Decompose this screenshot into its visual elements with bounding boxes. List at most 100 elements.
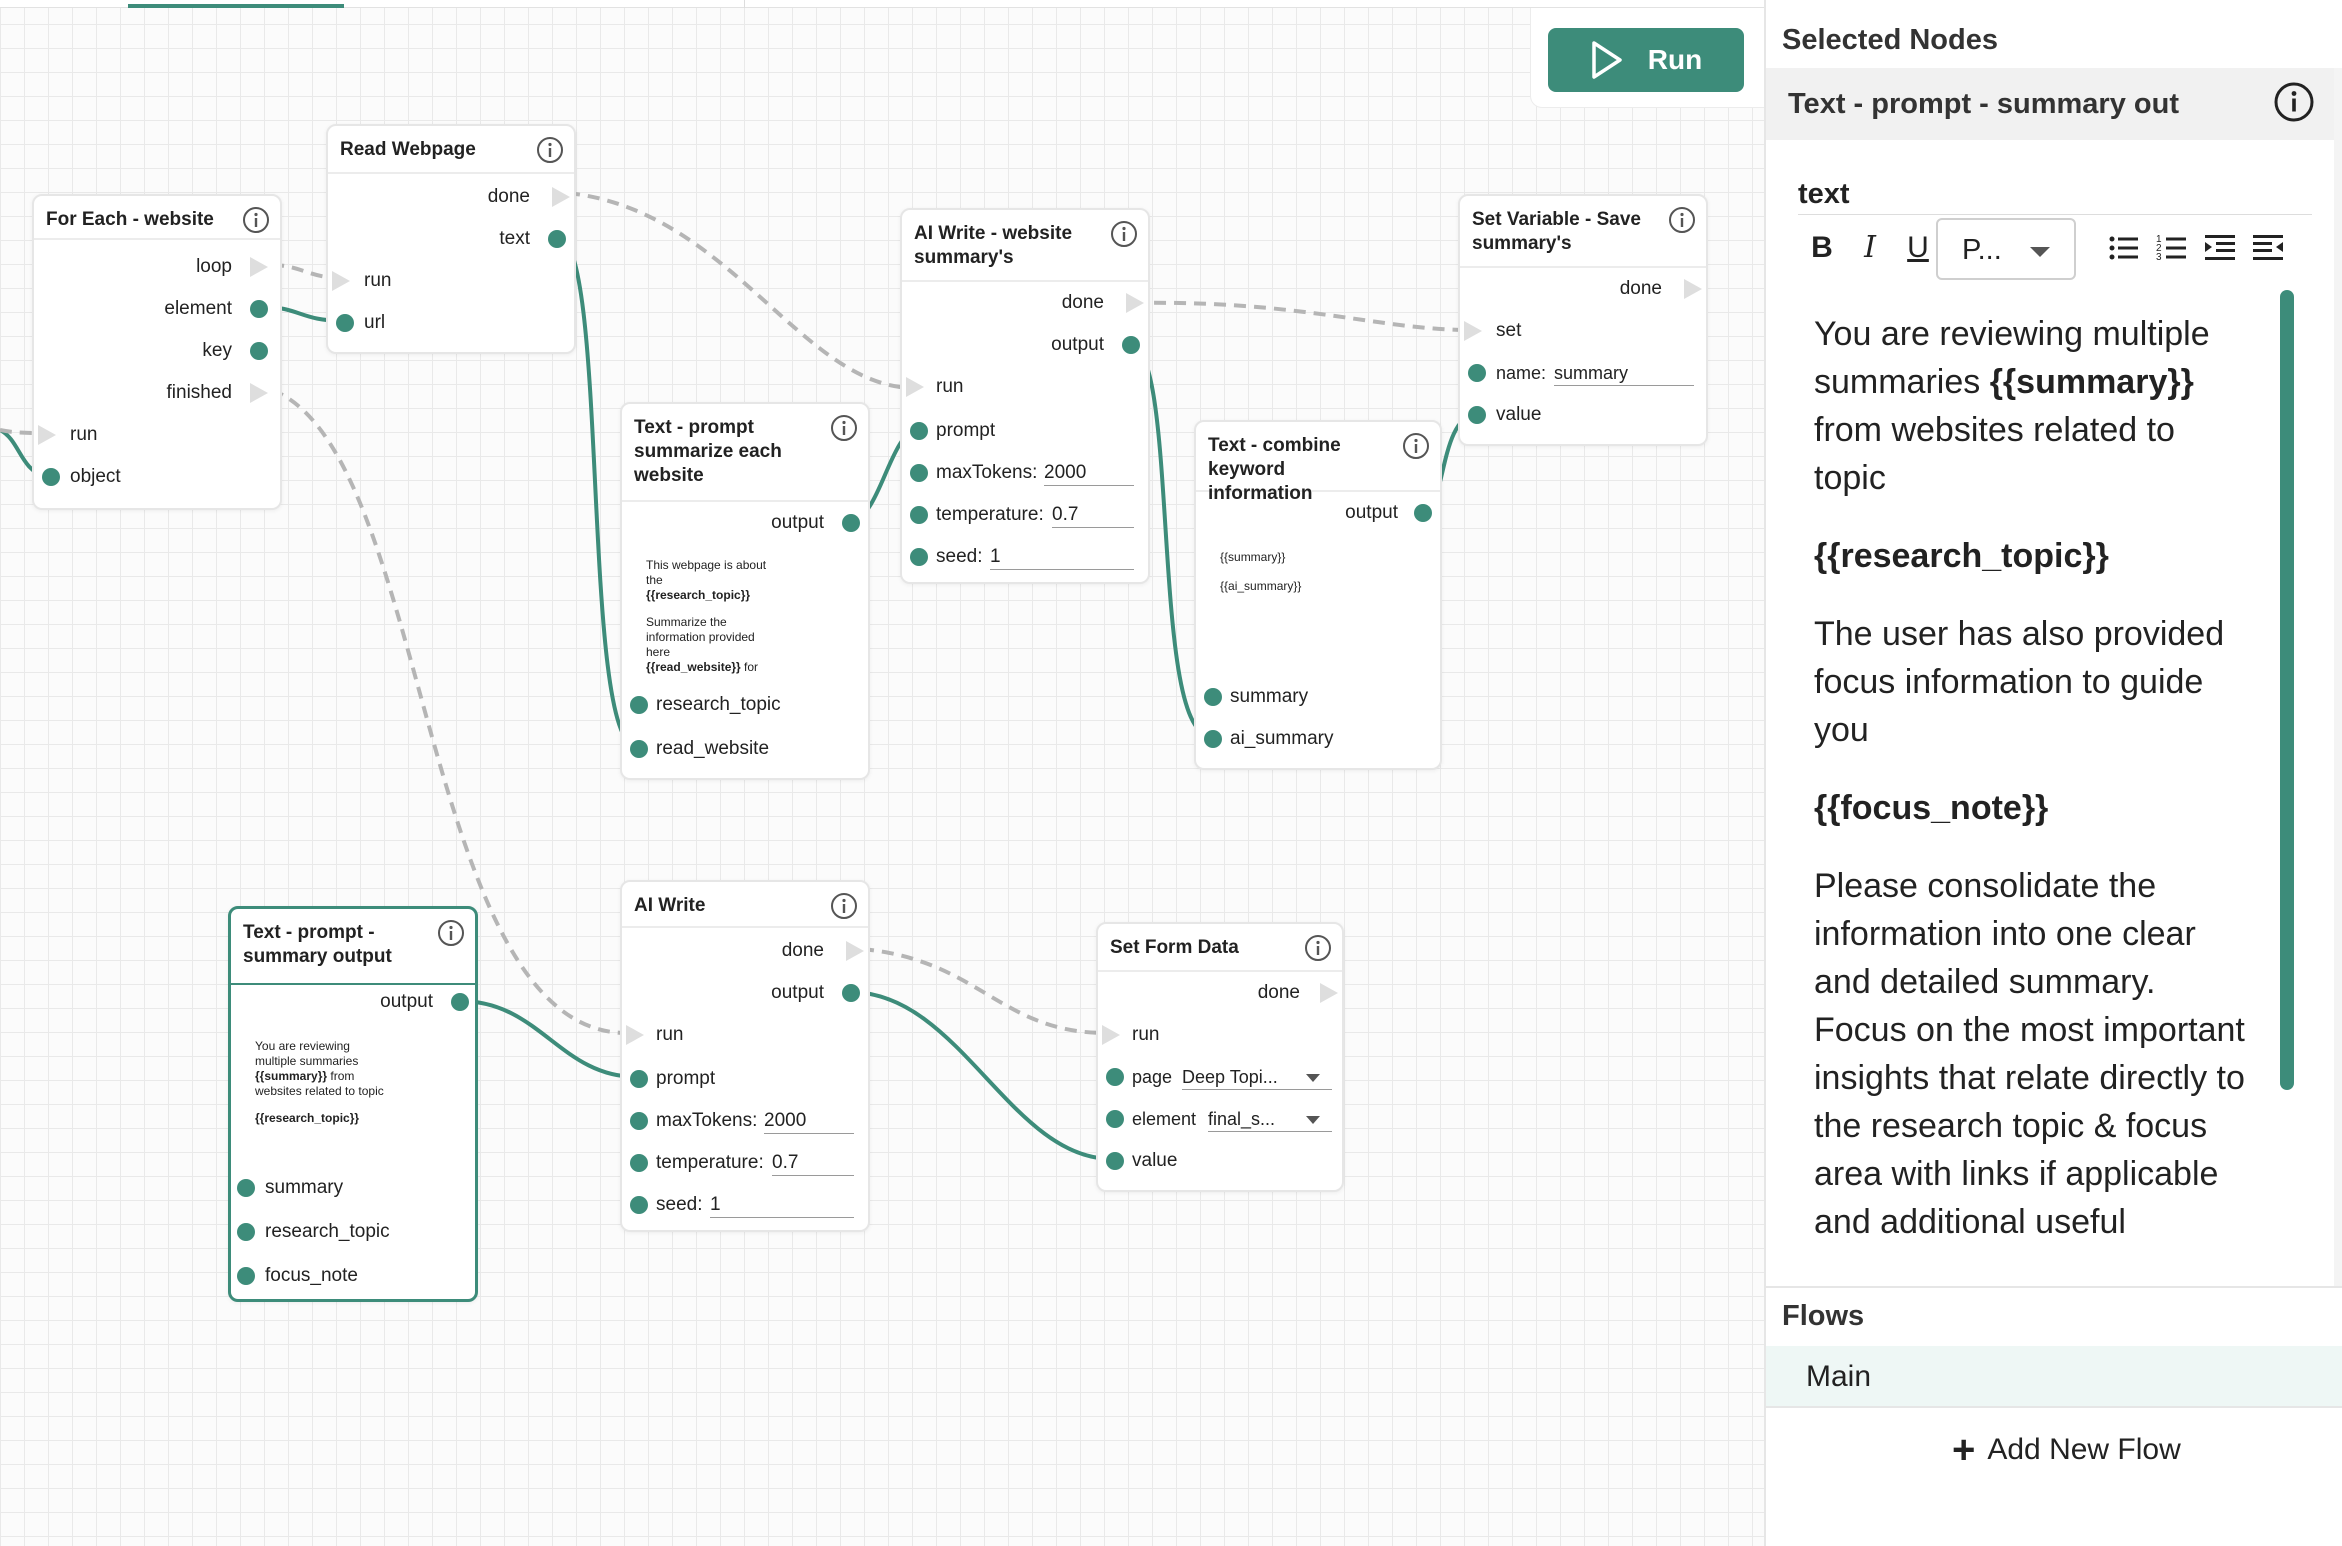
data-pin-temperature[interactable] — [910, 506, 928, 524]
paragraph-style-select[interactable]: P... — [1936, 218, 2076, 280]
exec-pin-run[interactable] — [626, 1025, 644, 1045]
exec-pin-run[interactable] — [906, 377, 924, 397]
editor-paragraph: {{research_topic}} — [1814, 537, 2109, 575]
maxtokens-input[interactable]: 2000 — [764, 1108, 854, 1134]
data-pin-prompt[interactable] — [630, 1070, 648, 1088]
pin-research-topic: research_topic — [265, 1221, 390, 1242]
data-pin-text[interactable] — [548, 230, 566, 248]
prompt-text-editor[interactable]: You are reviewing multiple summaries {{s… — [1814, 310, 2254, 1286]
italic-button[interactable]: I — [1864, 230, 1876, 265]
exec-pin-done[interactable] — [1320, 983, 1338, 1003]
data-pin-output[interactable] — [1122, 336, 1140, 354]
wire-done-set — [1133, 300, 1471, 332]
data-pin-page[interactable] — [1106, 1068, 1124, 1086]
data-pin-summary[interactable] — [1204, 688, 1222, 706]
data-pin-ai-summary[interactable] — [1204, 730, 1222, 748]
info-icon[interactable] — [437, 919, 465, 947]
data-pin-output[interactable] — [842, 984, 860, 1002]
pin-output: output — [380, 991, 433, 1012]
node-ai-write[interactable]: AI Write done output run prompt maxToken… — [620, 880, 870, 1232]
data-pin-temperature[interactable] — [630, 1154, 648, 1172]
seed-input[interactable]: 1 — [990, 544, 1134, 570]
bullet-list-icon[interactable] — [2106, 230, 2142, 266]
outer-scroll-track — [2334, 68, 2342, 1288]
data-pin-research-topic[interactable] — [237, 1223, 255, 1241]
exec-pin-done[interactable] — [1684, 279, 1702, 299]
node-text-summary-output[interactable]: Text - prompt - summary output output Yo… — [228, 906, 478, 1302]
maxtokens-input[interactable]: 2000 — [1044, 460, 1134, 486]
seed-input[interactable]: 1 — [710, 1192, 854, 1218]
data-pin-focus-note[interactable] — [237, 1267, 255, 1285]
node-read-webpage[interactable]: Read Webpage done text run url — [326, 124, 576, 354]
data-pin-object[interactable] — [42, 468, 60, 486]
exec-pin-run[interactable] — [332, 271, 350, 291]
numbered-list-icon[interactable]: 123 — [2154, 230, 2190, 266]
wire-aiwrite2-done-run — [861, 947, 1107, 1035]
data-pin-seed[interactable] — [910, 548, 928, 566]
data-pin-key[interactable] — [250, 342, 268, 360]
info-icon[interactable] — [1402, 432, 1430, 460]
element-select[interactable]: final_s... — [1208, 1106, 1332, 1132]
node-text-combine[interactable]: Text - combine keyword information outpu… — [1194, 420, 1442, 770]
selected-node-header[interactable]: Text - prompt - summary out — [1766, 68, 2342, 140]
data-pin-output[interactable] — [451, 993, 469, 1011]
indent-icon[interactable] — [2202, 230, 2238, 266]
node-set-form-data[interactable]: Set Form Data done run page Deep Topi...… — [1096, 922, 1344, 1192]
paragraph-style-value: P... — [1962, 234, 2002, 266]
temperature-input[interactable]: 0.7 — [772, 1150, 854, 1176]
run-button[interactable]: Run — [1548, 28, 1744, 92]
temperature-input[interactable]: 0.7 — [1052, 502, 1134, 528]
data-pin-maxtokens[interactable] — [630, 1112, 648, 1130]
info-icon[interactable] — [2272, 80, 2316, 124]
data-pin-output[interactable] — [842, 514, 860, 532]
flow-item-main[interactable]: Main — [1766, 1346, 2342, 1408]
page-select[interactable]: Deep Topi... — [1182, 1064, 1332, 1090]
data-pin-maxtokens[interactable] — [910, 464, 928, 482]
node-ai-write-website[interactable]: AI Write - website summary's done output… — [900, 208, 1150, 584]
info-icon[interactable] — [242, 206, 270, 234]
data-pin-element[interactable] — [1106, 1110, 1124, 1128]
exec-pin-run[interactable] — [1102, 1025, 1120, 1045]
info-icon[interactable] — [830, 892, 858, 920]
data-pin-element[interactable] — [250, 300, 268, 318]
data-pin-seed[interactable] — [630, 1196, 648, 1214]
data-pin-name[interactable] — [1468, 364, 1486, 382]
info-icon[interactable] — [536, 136, 564, 164]
exec-pin-loop[interactable] — [250, 257, 268, 277]
info-icon[interactable] — [1110, 220, 1138, 248]
data-pin-value[interactable] — [1106, 1152, 1124, 1170]
pin-key: key — [202, 340, 232, 361]
info-icon[interactable] — [1304, 934, 1332, 962]
underline-button[interactable]: U — [1907, 231, 1929, 264]
field-label-temperature: temperature: — [936, 504, 1044, 525]
node-set-variable[interactable]: Set Variable - Save summary's done set n… — [1458, 194, 1708, 446]
data-pin-url[interactable] — [336, 314, 354, 332]
add-new-flow-button[interactable]: + Add New Flow — [1952, 1430, 2181, 1470]
field-label-element: element — [1132, 1109, 1197, 1129]
node-text-prompt-summarize[interactable]: Text - prompt summarize each website out… — [620, 402, 870, 780]
data-pin-value[interactable] — [1468, 406, 1486, 424]
field-label-page: page — [1132, 1067, 1173, 1087]
exec-pin-finished[interactable] — [250, 383, 268, 403]
editor-scrollbar[interactable] — [2280, 290, 2294, 1090]
data-pin-read-website[interactable] — [630, 740, 648, 758]
exec-pin-done[interactable] — [552, 187, 570, 207]
outdent-icon[interactable] — [2250, 230, 2286, 266]
data-pin-output[interactable] — [1414, 504, 1432, 522]
name-input[interactable]: summary — [1554, 360, 1694, 386]
flow-canvas[interactable]: For Each - website loop element key fini… — [0, 0, 1764, 1546]
info-icon[interactable] — [1668, 206, 1696, 234]
field-label-seed: seed: — [656, 1194, 703, 1215]
exec-pin-done[interactable] — [846, 941, 864, 961]
add-new-flow-label: Add New Flow — [1987, 1433, 2181, 1466]
data-pin-summary[interactable] — [237, 1179, 255, 1197]
bold-button[interactable]: B — [1811, 231, 1833, 264]
node-for-each-website[interactable]: For Each - website loop element key fini… — [32, 194, 282, 510]
data-pin-prompt[interactable] — [910, 422, 928, 440]
exec-pin-run[interactable] — [38, 425, 56, 445]
exec-pin-set[interactable] — [1464, 321, 1482, 341]
exec-pin-done[interactable] — [1126, 293, 1144, 313]
data-pin-research-topic[interactable] — [630, 696, 648, 714]
info-icon[interactable] — [830, 414, 858, 442]
pin-summary: summary — [1230, 686, 1309, 707]
